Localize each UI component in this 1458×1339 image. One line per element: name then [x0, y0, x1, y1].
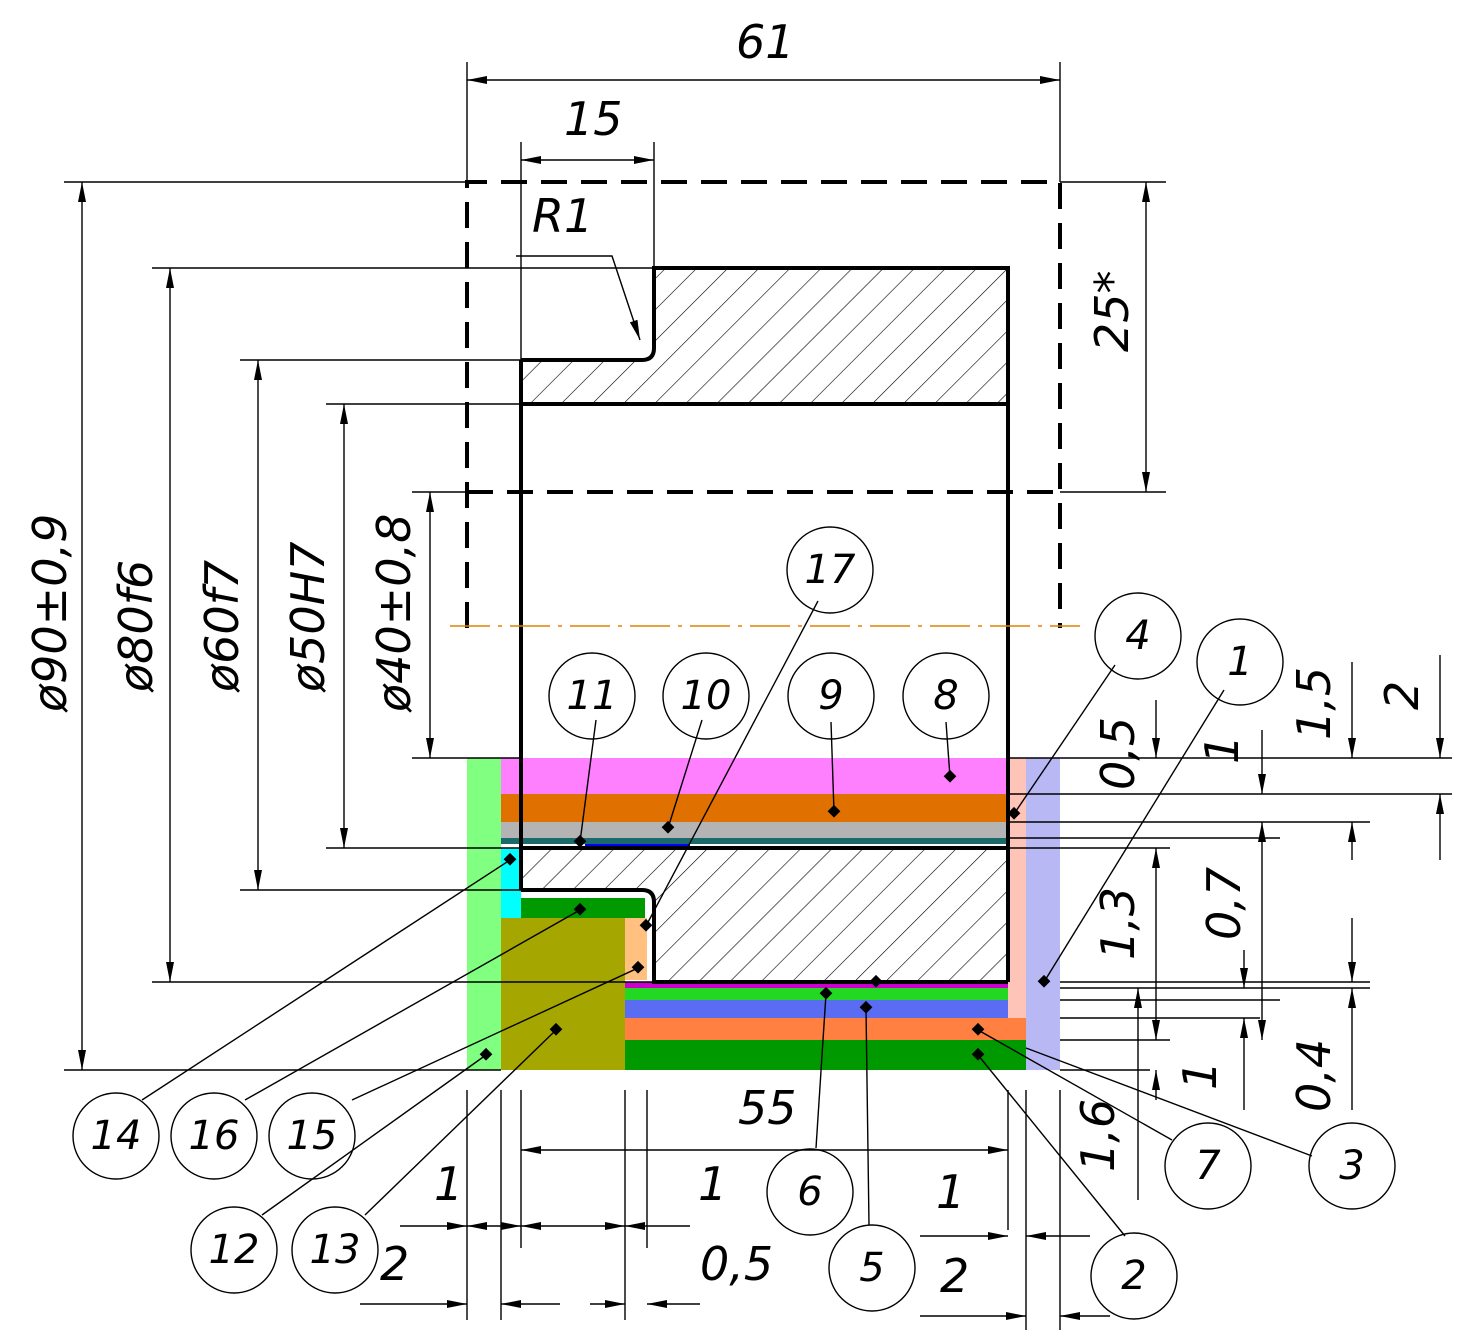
svg-text:17: 17: [805, 547, 856, 593]
callout-14: 14: [72, 1092, 160, 1180]
dim-dia-80: ø80f6: [109, 560, 163, 693]
dim-61: 61: [736, 15, 795, 69]
upper-section: [521, 268, 1008, 404]
layer-5: [625, 1000, 1008, 1018]
dim-right-1-6: 1,6: [1071, 1099, 1125, 1172]
dim-right-1-a: 1: [1195, 735, 1249, 764]
layer-3: [1008, 758, 1026, 1070]
svg-text:6: 6: [797, 1169, 822, 1215]
dim-bottom-0-5: 0,5: [700, 1237, 773, 1291]
callouts: 1 2 3 4 5 6 7 8 9 10 11 12 13 14 15 16 1…: [72, 526, 1396, 1320]
layer-7: [625, 1018, 1026, 1040]
callout-4: 4: [1094, 592, 1182, 680]
callout-2: 2: [1090, 1232, 1178, 1320]
callout-15: 15: [268, 1092, 356, 1180]
svg-text:7: 7: [1195, 1143, 1221, 1189]
dim-right-1-3: 1,3: [1091, 887, 1145, 960]
svg-text:4: 4: [1125, 613, 1150, 659]
layer-13: [501, 918, 625, 1070]
part-sections: [519, 266, 1010, 984]
layer-1: [1026, 758, 1060, 1070]
svg-text:10: 10: [681, 673, 732, 719]
callout-6: 6: [766, 1148, 854, 1236]
dim-25-star: 25*: [1085, 270, 1139, 352]
layer-17: [625, 982, 1008, 988]
dim-bottom-1-mid: 1: [698, 1157, 727, 1211]
callout-12: 12: [190, 1206, 278, 1294]
dim-bottom-1-right: 1: [936, 1165, 965, 1219]
layer-9: [501, 794, 1008, 822]
dim-right-2-top: 2: [1375, 681, 1429, 710]
dim-dia-40: ø40±0,8: [367, 514, 421, 713]
dim-right-0-5: 0,5: [1091, 717, 1145, 790]
callout-3: 3: [1308, 1122, 1396, 1210]
marker-dots: [479, 769, 1051, 1061]
svg-text:16: 16: [189, 1113, 240, 1159]
dim-dia-90: ø90±0,9: [23, 514, 77, 713]
svg-text:2: 2: [1121, 1253, 1146, 1299]
dim-55: 55: [738, 1081, 797, 1135]
svg-text:15: 15: [287, 1113, 338, 1159]
callout-9: 9: [787, 652, 875, 740]
dimension-lines: [64, 62, 1452, 1330]
callout-8: 8: [902, 652, 990, 740]
svg-text:9: 9: [818, 673, 843, 719]
svg-text:1: 1: [1227, 639, 1252, 685]
dim-dia-60: ø60f7: [195, 560, 249, 693]
dim-right-0-4: 0,4: [1287, 1039, 1341, 1112]
callout-11: 11: [548, 652, 636, 740]
svg-text:11: 11: [567, 673, 618, 719]
layer-10: [501, 822, 1008, 838]
svg-text:12: 12: [209, 1227, 260, 1273]
dim-bottom-2-left: 2: [380, 1237, 409, 1291]
dim-bottom-1-left: 1: [434, 1157, 463, 1211]
callout-10: 10: [662, 652, 750, 740]
coating-layers: [467, 758, 1060, 1070]
layer-15: [467, 758, 501, 1070]
dim-right-0-7: 0,7: [1197, 867, 1251, 940]
layer-6: [625, 988, 1008, 1000]
layer-2: [625, 1040, 1026, 1070]
dashed-envelope: [450, 180, 1080, 628]
dim-right-1-b: 1: [1173, 1061, 1227, 1090]
dim-r1: R1: [532, 189, 593, 243]
layer-8: [501, 758, 1008, 794]
svg-text:3: 3: [1339, 1143, 1364, 1189]
svg-text:5: 5: [859, 1245, 884, 1291]
callout-13: 13: [291, 1206, 379, 1294]
callout-7: 7: [1164, 1122, 1252, 1210]
callout-1: 1: [1196, 618, 1284, 706]
svg-text:13: 13: [310, 1227, 361, 1273]
callout-5: 5: [828, 1224, 916, 1312]
svg-text:14: 14: [91, 1113, 142, 1159]
svg-text:8: 8: [933, 673, 958, 719]
callout-17: 17: [786, 526, 874, 614]
dim-bottom-2-right: 2: [940, 1249, 969, 1303]
leader-lines: [141, 600, 1313, 1237]
callout-16: 16: [170, 1092, 258, 1180]
dimension-texts: 61 15 R1 25* ø90±0,9 ø80f6 ø60f7 ø50H7 ø…: [23, 15, 1429, 1303]
layer-14: [501, 848, 521, 918]
dim-15: 15: [564, 92, 623, 146]
layer-10b: [501, 838, 1008, 844]
dim-right-1-5: 1,5: [1287, 667, 1341, 740]
lower-section: [521, 848, 1008, 982]
dim-dia-50: ø50H7: [281, 541, 335, 693]
